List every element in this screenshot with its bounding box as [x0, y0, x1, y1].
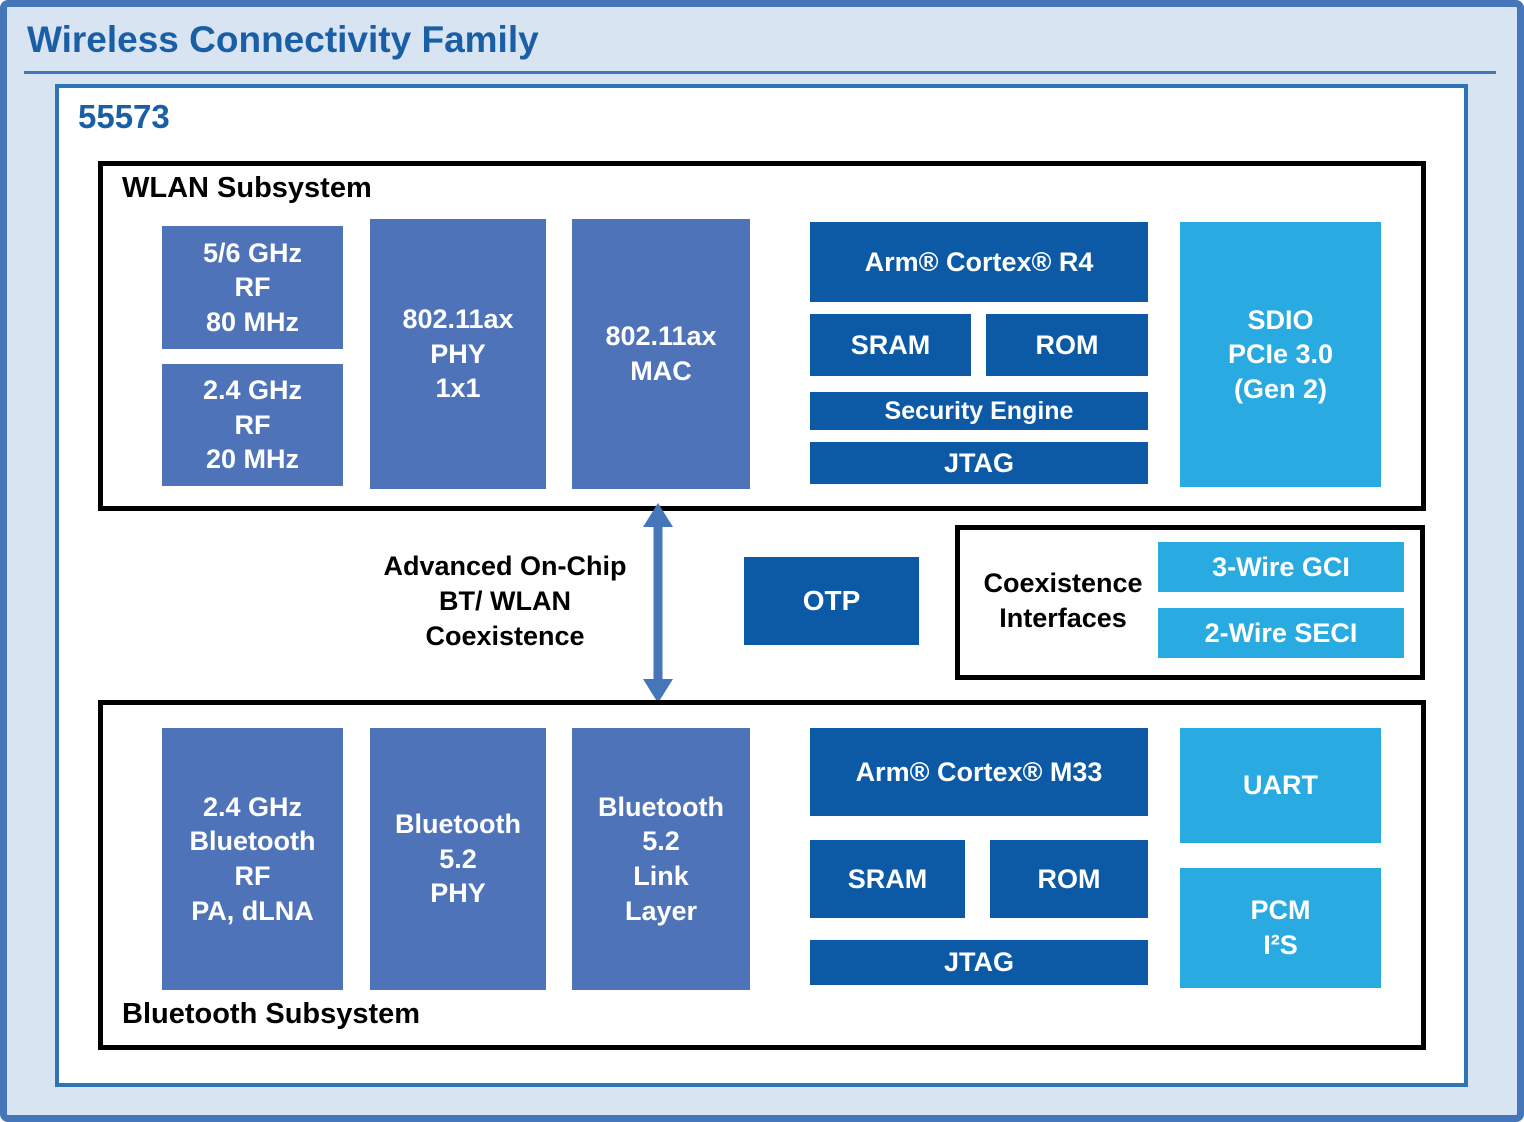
bt-rf-block: 2.4 GHz Bluetooth RF PA, dLNA [162, 728, 343, 990]
bt-link-layer-block: Bluetooth 5.2 Link Layer [572, 728, 750, 990]
wlan-rf-2-4ghz-block: 2.4 GHz RF 20 MHz [162, 364, 343, 486]
coexistence-interfaces-box: Coexistence Interfaces 3-Wire GCI 2-Wire… [955, 525, 1425, 680]
coexistence-interfaces-label: Coexistence Interfaces [983, 568, 1143, 634]
bt-uart-block: UART [1180, 728, 1381, 843]
wlan-mac-block: 802.11ax MAC [572, 219, 750, 489]
bt-pcm-i2s-block: PCM I²S [1180, 868, 1381, 988]
wlan-subsystem-label: WLAN Subsystem [122, 172, 372, 204]
bluetooth-subsystem-label: Bluetooth Subsystem [122, 998, 421, 1030]
title-divider [24, 71, 1496, 74]
coexistence-note: Advanced On-Chip BT/ WLAN Coexistence [383, 551, 627, 652]
three-wire-gci-block: 3-Wire GCI [1158, 542, 1404, 592]
bt-sram-block: SRAM [810, 840, 965, 918]
wlan-rf-5-6ghz-block: 5/6 GHz RF 80 MHz [162, 226, 343, 349]
wlan-rom-block: ROM [986, 314, 1148, 376]
wlan-cortex-r4-block: Arm® Cortex® R4 [810, 222, 1148, 302]
wlan-sdio-pcie-block: SDIO PCIe 3.0 (Gen 2) [1180, 222, 1381, 487]
wlan-subsystem-box: WLAN Subsystem 5/6 GHz RF 80 MHz 2.4 GHz… [98, 161, 1426, 511]
bt-jtag-block: JTAG [810, 940, 1148, 985]
bt-wlan-coexistence-arrow-icon [643, 503, 673, 703]
page-title: Wireless Connectivity Family [27, 19, 539, 60]
wlan-jtag-block: JTAG [810, 442, 1148, 484]
otp-block: OTP [744, 557, 919, 645]
bt-rom-block: ROM [990, 840, 1148, 918]
wlan-security-engine-block: Security Engine [810, 392, 1148, 430]
bluetooth-subsystem-box: Bluetooth Subsystem 2.4 GHz Bluetooth RF… [98, 700, 1426, 1050]
wlan-phy-block: 802.11ax PHY 1x1 [370, 219, 546, 489]
two-wire-seci-block: 2-Wire SECI [1158, 608, 1404, 658]
bt-phy-block: Bluetooth 5.2 PHY [370, 728, 546, 990]
chip-panel: 55573 WLAN Subsystem 5/6 GHz RF 80 MHz 2… [55, 84, 1468, 1087]
chip-id-label: 55573 [78, 98, 170, 135]
wlan-sram-block: SRAM [810, 314, 971, 376]
bt-cortex-m33-block: Arm® Cortex® M33 [810, 728, 1148, 816]
